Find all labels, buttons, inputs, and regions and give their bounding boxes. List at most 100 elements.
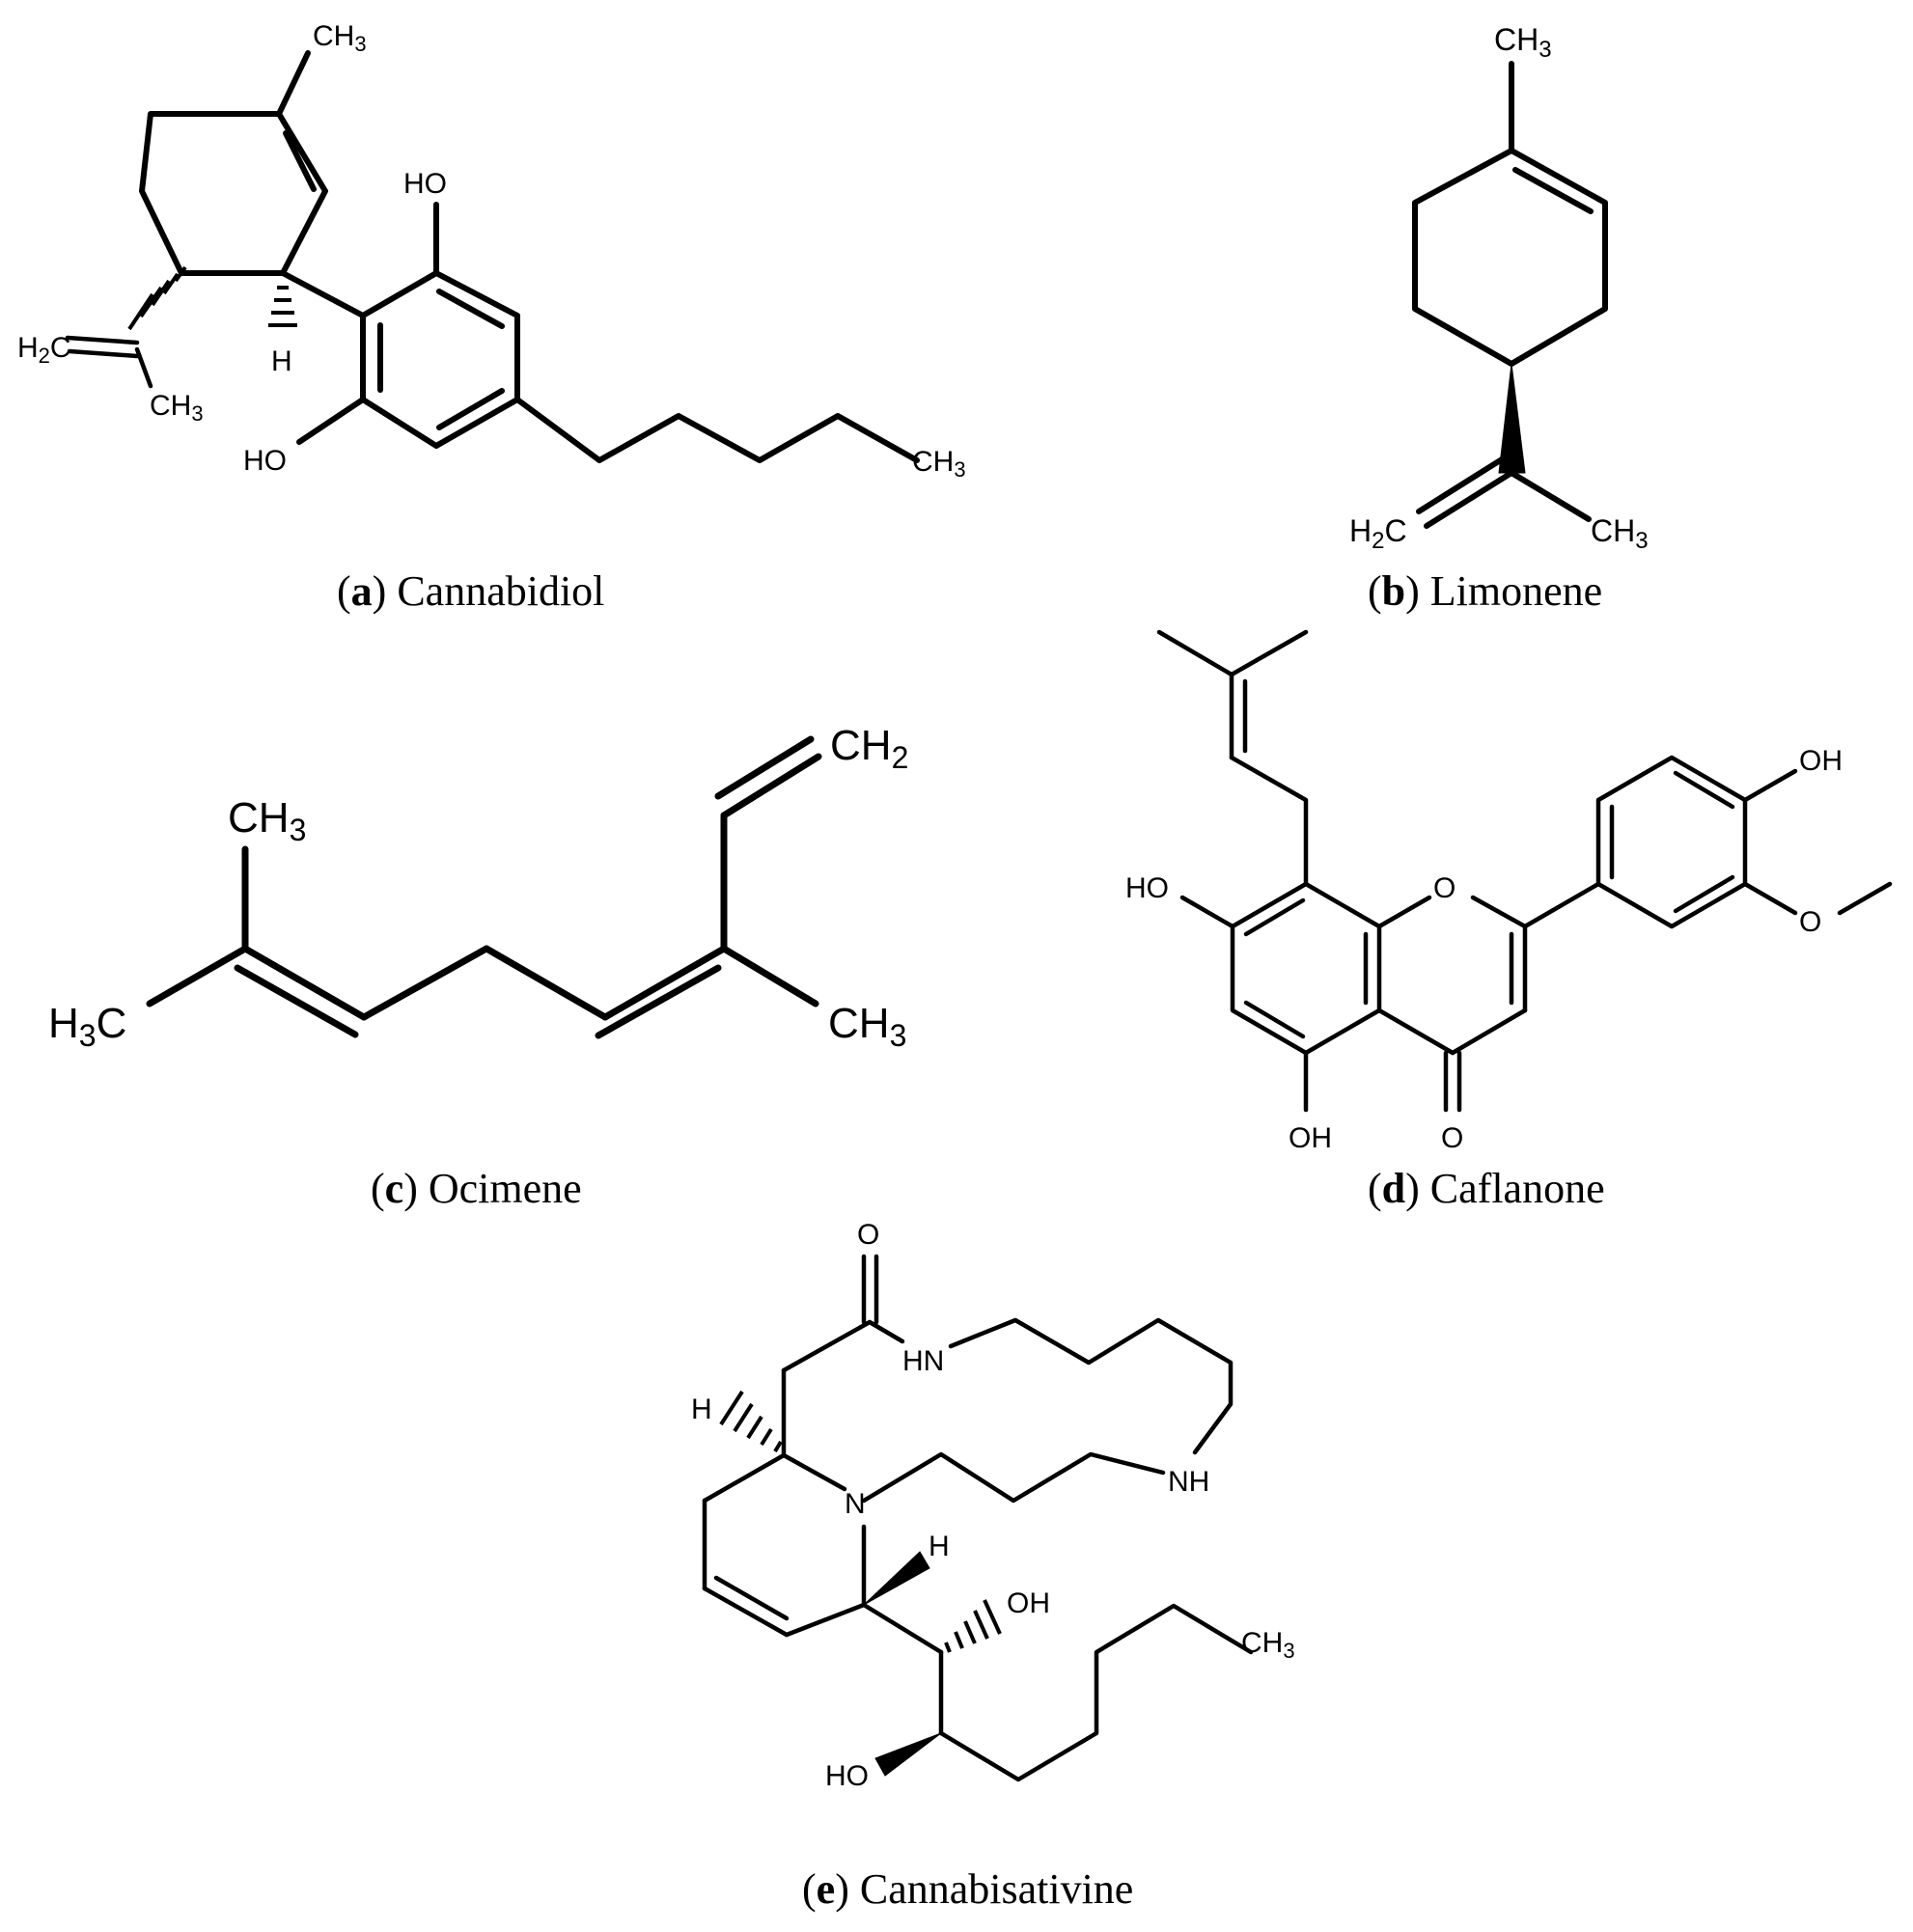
ring-b-double-2	[1673, 770, 1735, 810]
ring-bond-3	[702, 1452, 787, 1504]
hashed-bond-e2	[944, 1599, 1002, 1653]
h2c-label-b: H2C	[1349, 513, 1407, 554]
hashed-bond-a2	[268, 286, 297, 327]
ho-label-d1: HO	[1125, 872, 1169, 904]
limonene-wedge-bond	[1498, 363, 1526, 474]
limonene-structure: CH3 H2C CH3	[1349, 22, 1649, 554]
oh-label-d2: OH	[1289, 1122, 1332, 1154]
ring-c-o-bond-1	[1376, 895, 1432, 929]
h-label-a: H	[271, 345, 292, 377]
macrocycle-lower-chain	[861, 1451, 1166, 1504]
side-chain-1	[861, 1602, 944, 1655]
caption-d: (d) Caflanone	[1368, 1165, 1605, 1212]
caflanone-ring-a	[1230, 881, 1382, 1056]
ring-bond-1	[781, 1452, 847, 1492]
caflanone-structure: HO OH O O OH O	[1125, 629, 1893, 1154]
ch3-label-a3: CH3	[912, 446, 966, 482]
ch3-label-c2: CH3	[828, 1000, 906, 1053]
isopropenyl-double-2	[1416, 456, 1505, 514]
cannabidiol-structure: CH3 H2C CH3 H HO HO	[17, 20, 966, 482]
limonene-ring	[1412, 148, 1608, 367]
methyl-bond	[276, 50, 311, 117]
ocimene-double-2a	[601, 945, 728, 1021]
h3c-label-c: H3C	[48, 1000, 126, 1053]
pentyl-chain	[514, 397, 920, 463]
ring-b-connect	[1522, 881, 1601, 929]
h2c-label-a: H2C	[17, 332, 71, 368]
aromatic-double-2	[436, 289, 505, 329]
ring-connect-bond	[280, 270, 366, 318]
prenyl-chain	[1229, 755, 1309, 887]
ocimene-structure: CH3 H3C CH3 CH2	[48, 722, 908, 1053]
caflanone-ring-b	[1595, 755, 1748, 929]
caption-e: (e) Cannabisativine	[802, 1865, 1133, 1913]
ch2-label-c: CH2	[830, 722, 908, 775]
h-label-e2: H	[929, 1531, 950, 1562]
oh-bond-bottom	[296, 397, 366, 445]
amide-ch2-bond	[781, 1319, 873, 1373]
cannabidiol-aromatic-ring	[360, 270, 520, 449]
ocimene-vinyl-double-b	[714, 735, 815, 800]
hn-label-e: HN	[902, 1345, 944, 1377]
ch3-label-a1: CH3	[313, 20, 367, 56]
aromatic-double-3	[436, 388, 505, 430]
hexyl-chain	[938, 1603, 1254, 1782]
ocimene-methyl-left	[146, 945, 249, 1007]
ring-double-b	[713, 1575, 790, 1621]
ome-bond-2	[1837, 881, 1893, 916]
ch3-label-b1: CH3	[1494, 22, 1552, 63]
isopropenyl-double-1	[1424, 470, 1514, 529]
ocimene-chain-1	[360, 945, 490, 1021]
caption-c: (c) Ocimene	[371, 1165, 582, 1212]
ring-c-bond-5	[1376, 1007, 1456, 1056]
ring-a-double-2	[1243, 1000, 1306, 1039]
hashed-bond-a1	[127, 265, 187, 331]
ring-bond-5	[784, 1602, 867, 1638]
o-label-e: O	[857, 1219, 879, 1251]
o-label-d-ring: O	[1433, 872, 1456, 904]
ocimene-chain-2	[483, 945, 609, 1021]
ome-bond-1	[1742, 881, 1798, 916]
ho-label-a1: HO	[403, 168, 447, 200]
amide-nh-bond	[867, 1319, 905, 1344]
oh-label-d3: OH	[1799, 745, 1843, 777]
isopropenyl-methyl	[134, 346, 153, 389]
isopropenyl-methyl	[1509, 470, 1592, 522]
ch3-label-e: CH3	[1241, 1627, 1295, 1663]
ring-a-double-1	[1243, 897, 1306, 937]
ch3-label-b2: CH3	[1591, 513, 1649, 554]
oh-label-e1: OH	[1007, 1587, 1050, 1619]
ocimene-methyl-right	[720, 945, 819, 1007]
nh-label-e: NH	[1168, 1466, 1209, 1498]
hashed-bond-e1	[719, 1390, 783, 1453]
isopropenyl-double-1	[65, 335, 140, 345]
macrocycle-upper-chain	[948, 1317, 1234, 1455]
o-label-d-carbonyl: O	[1441, 1122, 1463, 1154]
ocimene-vinyl-double-a	[720, 753, 822, 819]
ring-double-a	[702, 1586, 790, 1638]
ring-b-double-3	[1673, 874, 1735, 914]
ho-label-e2: HO	[825, 1760, 869, 1792]
h-label-e1: H	[691, 1394, 712, 1425]
isopropenyl-double-2	[67, 348, 140, 359]
ring-c-bond-4	[1450, 1007, 1528, 1056]
oh-bond-d3	[1742, 768, 1798, 803]
caption-a: (a) Cannabidiol	[337, 567, 604, 615]
ch3-label-c1: CH3	[228, 794, 306, 847]
cannabisativine-structure: O HN NH H N H	[691, 1219, 1295, 1792]
limonene-double-bond	[1512, 167, 1594, 214]
wedge-bond-e1	[863, 1551, 930, 1606]
wedge-bond-e2	[874, 1732, 942, 1777]
ocimene-double-1b	[234, 964, 359, 1038]
cannabidiol-ring-1	[139, 111, 328, 276]
ring-c-o-bond-2	[1470, 895, 1528, 929]
caption-b: (b) Limonene	[1368, 567, 1602, 615]
ring-1-double-bond	[283, 130, 317, 192]
ho-bond-d1	[1179, 895, 1235, 929]
o-label-d-methoxy: O	[1799, 906, 1821, 938]
ch3-label-a2: CH3	[150, 390, 204, 426]
ho-label-a2: HO	[243, 445, 287, 477]
prenyl-top	[1156, 629, 1309, 677]
